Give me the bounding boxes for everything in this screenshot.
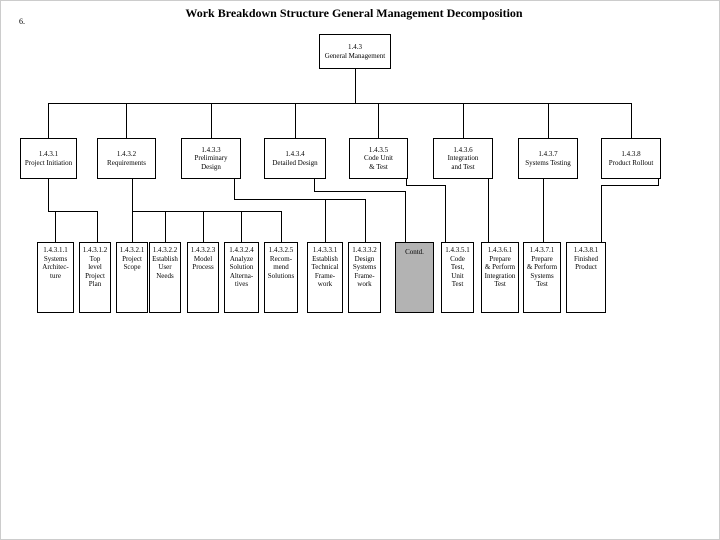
wbs-node-contd: Contd. (395, 242, 434, 313)
wbs-node-1-4-3-2-3: 1.4.3.2.3 Model Process (187, 242, 219, 313)
connector-line (132, 211, 282, 212)
page-number-label: 6. (19, 17, 25, 26)
connector-line (405, 191, 406, 242)
connector-line (406, 179, 407, 185)
connector-line (295, 103, 296, 138)
connector-line (48, 103, 632, 104)
connector-line (314, 191, 405, 192)
wbs-node-1-4-3-1: 1.4.3.1 Project Initiation (20, 138, 77, 179)
wbs-node-1-4-3-5: 1.4.3.5 Code Unit & Test (349, 138, 408, 179)
wbs-node-1-4-3-7-1: 1.4.3.7.1 Prepare & Perform Systems Test (523, 242, 561, 313)
wbs-node-1-4-3: 1.4.3 General Management (319, 34, 391, 69)
wbs-node-1-4-3-1-1: 1.4.3.1.1 Systems Architec- ture (37, 242, 74, 313)
wbs-node-1-4-3-2-2: 1.4.3.2.2 Establish User Needs (149, 242, 181, 313)
connector-line (378, 103, 379, 138)
connector-line (55, 211, 56, 243)
wbs-node-1-4-3-5-1: 1.4.3.5.1 Code Test, Unit Test (441, 242, 474, 313)
wbs-node-1-4-3-2: 1.4.3.2 Requirements (97, 138, 156, 179)
wbs-node-1-4-3-8: 1.4.3.8 Product Rollout (601, 138, 661, 179)
wbs-node-1-4-3-7: 1.4.3.7 Systems Testing (518, 138, 578, 179)
connector-line (365, 199, 366, 243)
connector-line (601, 185, 602, 242)
wbs-node-1-4-3-4: 1.4.3.4 Detailed Design (264, 138, 326, 179)
connector-line (241, 211, 242, 243)
connector-line (234, 179, 235, 199)
wbs-node-1-4-3-3-1: 1.4.3.3.1 Establish Technical Frame- wor… (307, 242, 343, 313)
connector-line (126, 103, 127, 138)
wbs-node-1-4-3-6-1: 1.4.3.6.1 Prepare & Perform Integration … (481, 242, 519, 313)
connector-line (543, 179, 544, 242)
wbs-node-1-4-3-6: 1.4.3.6 Integration and Test (433, 138, 493, 179)
connector-line (488, 179, 489, 242)
wbs-node-1-4-3-3: 1.4.3.3 Preliminary Design (181, 138, 241, 179)
connector-line (314, 179, 315, 191)
connector-line (445, 185, 446, 242)
connector-line (211, 103, 212, 138)
connector-line (631, 103, 632, 138)
connector-line (463, 103, 464, 138)
connector-line (658, 179, 659, 185)
wbs-node-1-4-3-2-4: 1.4.3.2.4 Analyze Solution Alterna- tive… (224, 242, 259, 313)
connector-line (203, 211, 204, 243)
connector-line (48, 103, 49, 138)
connector-line (281, 211, 282, 243)
wbs-node-1-4-3-3-2: 1.4.3.3.2 Design Systems Frame- work (348, 242, 381, 313)
connector-line (165, 211, 166, 243)
connector-line (406, 185, 445, 186)
connector-line (234, 199, 365, 200)
connector-line (548, 103, 549, 138)
wbs-node-1-4-3-2-5: 1.4.3.2.5 Recom- mend Solutions (264, 242, 298, 313)
connector-line (325, 199, 326, 243)
wbs-node-1-4-3-1-2: 1.4.3.1.2 Top level Project Plan (79, 242, 111, 313)
connector-line (355, 69, 356, 103)
page-title: Work Breakdown Structure General Managem… (185, 6, 523, 20)
connector-line (48, 211, 98, 212)
wbs-node-1-4-3-8-1: 1.4.3.8.1 Finished Product (566, 242, 606, 313)
connector-line (48, 179, 49, 211)
connector-line (97, 211, 98, 243)
connector-line (601, 185, 659, 186)
wbs-node-1-4-3-2-1: 1.4.3.2.1 Project Scope (116, 242, 148, 313)
